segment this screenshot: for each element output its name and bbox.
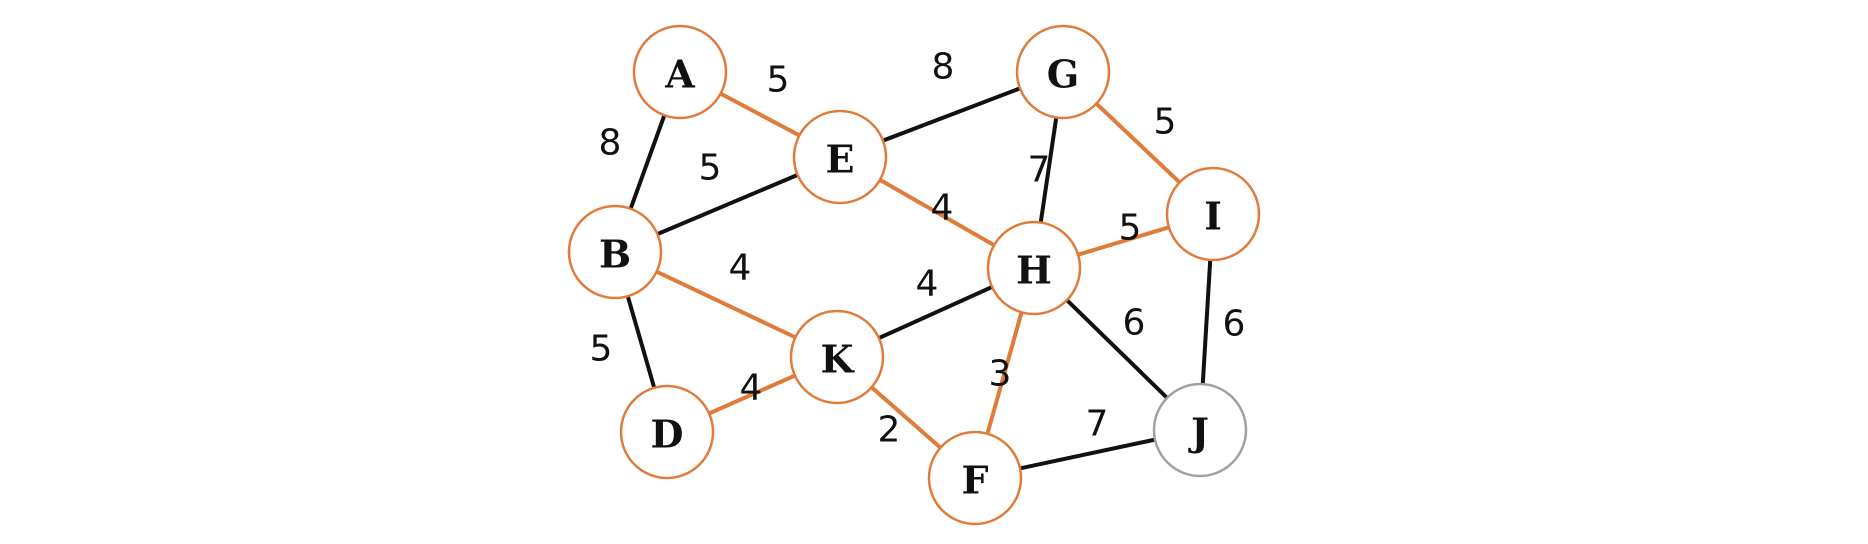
edge-weight-H-F: 3 xyxy=(989,354,1012,395)
nodes-layer: A B D E K F G H I J xyxy=(567,24,1261,526)
edge-weight-D-K: 4 xyxy=(740,368,763,409)
edge-weight-A-B: 8 xyxy=(599,123,622,164)
node-circle-B xyxy=(567,204,663,300)
node-E: E xyxy=(792,109,888,205)
node-J: J xyxy=(1152,382,1248,478)
edge-weight-G-H: 7 xyxy=(1028,150,1051,191)
node-label-A: A xyxy=(664,52,695,97)
node-D: D xyxy=(619,384,715,480)
edge-weight-E-G: 8 xyxy=(932,47,955,88)
node-G: G xyxy=(1015,24,1111,120)
node-circle-I xyxy=(1165,166,1261,262)
node-circle-A xyxy=(632,24,728,120)
node-label-E: E xyxy=(826,137,855,182)
node-circle-F xyxy=(927,430,1023,526)
edge-weight-H-I: 5 xyxy=(1119,208,1142,249)
node-circle-H xyxy=(986,220,1082,316)
node-K: K xyxy=(789,309,885,405)
node-label-D: D xyxy=(651,412,684,457)
edge-weight-F-J: 7 xyxy=(1086,404,1109,445)
node-I: I xyxy=(1165,166,1261,262)
edge-labels-layer: 5 8 5 4 5 4 8 4 4 2 7 5 5 3 6 6 7 xyxy=(590,47,1246,451)
node-F: F xyxy=(927,430,1023,526)
node-label-F: F xyxy=(962,458,989,503)
edge-weight-I-J: 6 xyxy=(1223,304,1246,345)
edge-weight-A-E: 5 xyxy=(767,60,790,101)
node-H: H xyxy=(986,220,1082,316)
node-label-B: B xyxy=(599,232,631,277)
node-circle-E xyxy=(792,109,888,205)
edge-weight-B-K: 4 xyxy=(729,248,752,289)
node-circle-J xyxy=(1152,382,1248,478)
node-circle-K xyxy=(789,309,885,405)
edge-weight-B-E: 5 xyxy=(699,148,722,189)
edge-weight-K-H: 4 xyxy=(916,264,939,305)
node-A: A xyxy=(632,24,728,120)
edge-weight-H-J: 6 xyxy=(1123,303,1146,344)
node-label-H: H xyxy=(1016,248,1052,293)
edge-weight-G-I: 5 xyxy=(1154,102,1177,143)
edge-weight-K-F: 2 xyxy=(878,410,901,451)
node-label-I: I xyxy=(1204,194,1222,239)
node-label-J: J xyxy=(1188,410,1209,455)
edge-weight-E-H: 4 xyxy=(931,188,954,229)
node-label-K: K xyxy=(820,337,855,382)
node-circle-D xyxy=(619,384,715,480)
node-circle-G xyxy=(1015,24,1111,120)
edge-weight-B-D: 5 xyxy=(590,329,613,370)
node-label-G: G xyxy=(1047,52,1079,97)
node-B: B xyxy=(567,204,663,300)
